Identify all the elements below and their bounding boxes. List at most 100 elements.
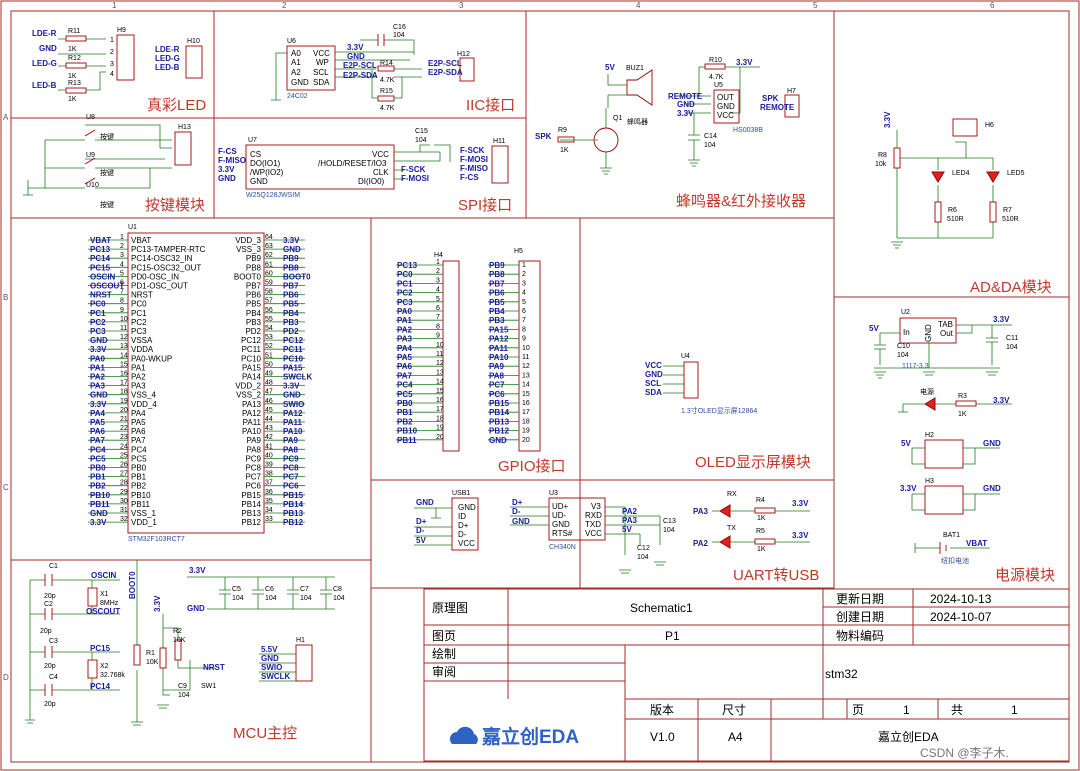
title-block: 原理图 Schematic1 图页 P1 绘制 审阅 更新日期 2024-10-… bbox=[423, 588, 1070, 762]
net-label: E2P-SCL bbox=[343, 61, 377, 70]
mcu-left-pin: PC5 bbox=[131, 454, 147, 463]
mcu-left-pin-number: 20 bbox=[120, 407, 128, 414]
resistor-ref: R10 bbox=[709, 57, 722, 64]
mcu-left-pin: PA4 bbox=[131, 409, 146, 418]
gpio-h5-net: PB6 bbox=[489, 289, 505, 298]
switch-ref: U9 bbox=[86, 152, 95, 159]
mcu-right-net: PA10 bbox=[283, 427, 303, 436]
swd-module: H1 5.5V GND SWIO SWCLK bbox=[259, 637, 313, 682]
connector-ref: U4 bbox=[681, 353, 690, 360]
mcu-left-pin-number: 1 bbox=[120, 234, 124, 241]
connector-ref: H1 bbox=[296, 637, 305, 644]
net-label: D- bbox=[416, 526, 425, 535]
buzzer-ref: BUZ1 bbox=[626, 65, 644, 72]
mcu-left-pin: VSSA bbox=[131, 336, 153, 345]
pin-label: WP bbox=[316, 58, 329, 67]
pin-label: VCC bbox=[372, 150, 389, 159]
cap-value: 104 bbox=[333, 595, 345, 602]
tb-sheet: 1 bbox=[903, 703, 910, 717]
module-title-gpio: GPIO接口 bbox=[498, 458, 566, 475]
mcu-right-pin-number: 40 bbox=[265, 452, 273, 459]
mcu-left-pin: PB2 bbox=[131, 482, 147, 491]
connector-ref: H13 bbox=[178, 124, 191, 131]
mcu-left-pin-number: 31 bbox=[120, 507, 128, 514]
net-label: 3.3V bbox=[993, 396, 1010, 405]
chip-ref: U1 bbox=[128, 224, 137, 231]
resistor-value: 4.7K bbox=[709, 74, 724, 81]
cap-ref: C13 bbox=[663, 518, 676, 525]
cap-ref: C15 bbox=[415, 128, 428, 135]
mcu-right-net: PC11 bbox=[283, 345, 303, 354]
net-label: 3.3V bbox=[736, 58, 753, 67]
mcu-right-pin: PA15 bbox=[242, 363, 262, 372]
mcu-left-pin-number: 16 bbox=[120, 371, 128, 378]
net-label: REMOTE bbox=[668, 92, 703, 101]
net-label: PA3 bbox=[693, 507, 709, 516]
grid-row-b: B bbox=[3, 293, 8, 302]
net-label: LDE-R bbox=[32, 29, 57, 38]
mcu-right-pin-number: 37 bbox=[265, 480, 273, 487]
grid-col-1: 1 bbox=[112, 1, 117, 10]
mcu-right-net: PB3 bbox=[283, 318, 299, 327]
resistor-value: 1K bbox=[757, 546, 766, 553]
mcu-right-pin-number: 38 bbox=[265, 471, 273, 478]
cap-value: 104 bbox=[178, 692, 190, 699]
grid-col-5: 5 bbox=[813, 1, 818, 10]
svg-text:1: 1 bbox=[110, 37, 114, 44]
pin-label: GND bbox=[717, 102, 735, 111]
mcu-right-net: PC8 bbox=[283, 464, 299, 473]
gpio-h4-pin-number: 13 bbox=[436, 369, 444, 376]
mcu-right-net: PC9 bbox=[283, 454, 299, 463]
net-label: F-MOSI bbox=[401, 174, 429, 183]
cap-ref: C12 bbox=[637, 545, 650, 552]
iic-module: U6 A0 A1 A2 GND VCC WP SCL SDA 24C02 C16… bbox=[271, 24, 475, 112]
mcu-left-net: PC0 bbox=[90, 300, 106, 309]
tb-label-material: 物料编码 bbox=[836, 628, 884, 643]
pin-label: /HOLD/RESET/IO3 bbox=[318, 159, 387, 168]
mcu-left-pin-number: 22 bbox=[120, 425, 128, 432]
mcu-right-pin: PA9 bbox=[246, 436, 261, 445]
tb-page-name: P1 bbox=[665, 629, 680, 643]
mcu-right-pin: PB15 bbox=[241, 491, 261, 500]
mcu-right-pin-number: 59 bbox=[265, 280, 273, 287]
gpio-h4-pin-number: 7 bbox=[436, 314, 440, 321]
tb-label-sheet: 页 bbox=[852, 703, 864, 717]
mcu-right-pin-number: 43 bbox=[265, 425, 273, 432]
mcu-left-net: PC4 bbox=[90, 445, 106, 454]
gpio-h5-net: PB7 bbox=[489, 279, 505, 288]
switch-desc: 按键 bbox=[100, 132, 114, 141]
mcu-left-pin: PC14-OSC32_IN bbox=[131, 254, 193, 263]
mcu-right-pin-number: 47 bbox=[265, 389, 273, 396]
resistor-value: 10K bbox=[173, 637, 186, 644]
oled-module: U4 VCC GND SCL SDA 1.3寸OLED显示屏12864 bbox=[645, 353, 757, 415]
mcu-left-pin-number: 28 bbox=[120, 480, 128, 487]
mcu-right-pin-number: 54 bbox=[265, 325, 273, 332]
tb-label-created: 创建日期 bbox=[836, 610, 884, 624]
gpio-h4-net: PA5 bbox=[397, 353, 413, 362]
resistor-ref: R14 bbox=[380, 60, 393, 67]
module-title-led: 真彩LED bbox=[147, 96, 206, 114]
mcu-right-pin-number: 50 bbox=[265, 361, 273, 368]
mcu-left-net: OSCOUT bbox=[90, 282, 124, 291]
mcu-right-pin: PB9 bbox=[246, 254, 262, 263]
pin-label: D- bbox=[458, 530, 467, 539]
svg-text:3: 3 bbox=[110, 61, 114, 68]
pin-label: DI(IO0) bbox=[358, 177, 385, 186]
mcu-right-pin-number: 62 bbox=[265, 252, 273, 259]
resistor-ref: R2 bbox=[173, 628, 182, 635]
gpio-h5-net: PA10 bbox=[489, 353, 509, 362]
mcu-right-pin-number: 48 bbox=[265, 380, 273, 387]
mcu-right-pin: VSS_2 bbox=[236, 391, 261, 400]
pin-label: CLK bbox=[373, 168, 389, 177]
gpio-h4-pin-number: 15 bbox=[436, 388, 444, 395]
mcu-left-pin-number: 9 bbox=[120, 307, 124, 314]
gpio-h4-pin-number: 17 bbox=[436, 406, 444, 413]
net-label: SCL bbox=[645, 379, 661, 388]
mcu-right-pin: PB3 bbox=[246, 318, 262, 327]
gpio-h5-net: PB9 bbox=[489, 261, 505, 270]
pin-label: TXD bbox=[585, 520, 601, 529]
net-label: GND bbox=[261, 654, 279, 663]
tb-size: A4 bbox=[728, 730, 743, 744]
gpio-h5-net: PB4 bbox=[489, 307, 505, 316]
